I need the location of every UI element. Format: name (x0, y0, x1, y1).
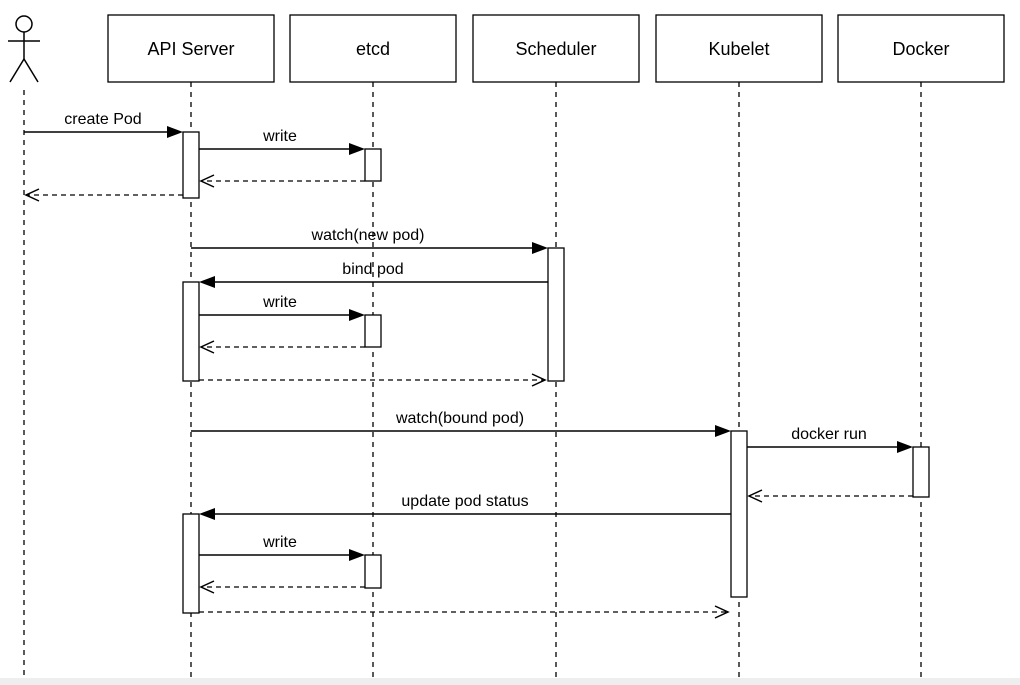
message-update-pod-status: update pod status (199, 493, 731, 520)
return-message (199, 340, 365, 354)
message-bind-pod: bind pod (199, 261, 548, 288)
participant-docker: Docker (837, 14, 1005, 83)
message-watch-new-pod: watch(new pod) (191, 227, 548, 254)
message-watch-bound-pod: watch(bound pod) (191, 410, 731, 437)
activation-bar (182, 513, 200, 614)
message-label: write (262, 534, 297, 551)
participant-api-server: API Server (107, 14, 275, 83)
return-message (199, 373, 547, 387)
return-message (199, 580, 365, 594)
return-message (199, 605, 730, 619)
return-message (747, 489, 913, 503)
activation-bar (364, 148, 382, 182)
message-label: watch(bound pod) (395, 410, 524, 427)
participant-label: Docker (892, 39, 949, 59)
return-message (199, 174, 365, 188)
activation-bar (364, 314, 382, 348)
activation-bar (182, 131, 200, 199)
participant-label: API Server (147, 39, 234, 59)
participant-etcd: etcd (289, 14, 457, 83)
message-write: write (199, 534, 365, 561)
participant-label: Scheduler (515, 39, 596, 59)
message-label: create Pod (64, 111, 141, 128)
message-label: update pod status (401, 493, 528, 510)
bottom-border (0, 678, 1020, 685)
message-write: write (199, 128, 365, 155)
activation-bar (912, 446, 930, 498)
message-label: write (262, 128, 297, 145)
message-docker-run: docker run (747, 426, 913, 453)
message-write: write (199, 294, 365, 321)
actor-icon (8, 15, 40, 83)
participant-label: Kubelet (708, 39, 769, 59)
participant-scheduler: Scheduler (472, 14, 640, 83)
activation-bar (182, 281, 200, 382)
activation-bar (547, 247, 565, 382)
participant-kubelet: Kubelet (655, 14, 823, 83)
participant-label: etcd (356, 39, 390, 59)
message-label: watch(new pod) (311, 227, 425, 244)
activation-bar (364, 554, 382, 589)
message-label: bind pod (342, 261, 403, 278)
activation-bar (730, 430, 748, 598)
message-label: write (262, 294, 297, 311)
message-label: docker run (791, 426, 867, 443)
message-create-pod: create Pod (24, 111, 183, 138)
return-message (24, 188, 183, 202)
